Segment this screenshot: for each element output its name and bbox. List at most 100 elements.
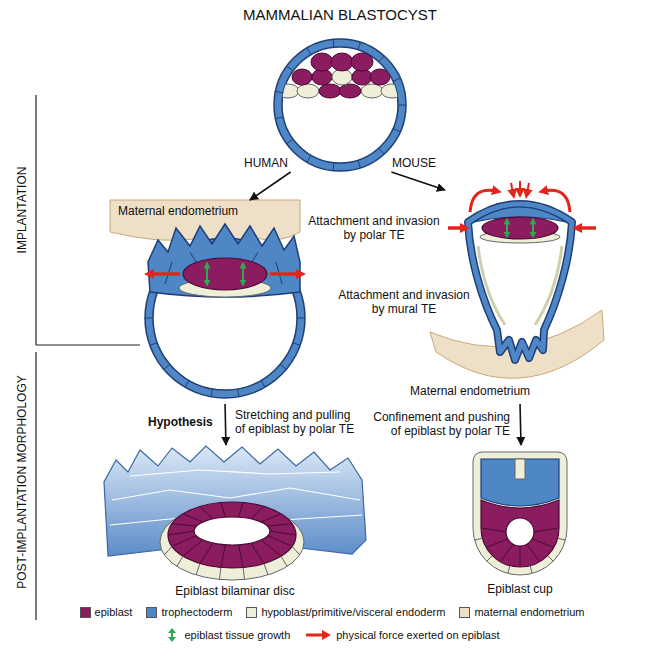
bilaminar-disc-illustration bbox=[264, 564, 268, 575]
edge-label: MOUSE bbox=[392, 156, 436, 170]
tissue-label: Maternal endometrium bbox=[118, 204, 238, 218]
epiblast-cup-illustration bbox=[534, 528, 558, 532]
legend-row: epiblast trophectoderm hypoblast/primitive… bbox=[0, 606, 664, 619]
legend-swatch bbox=[146, 607, 157, 618]
stage-bracket bbox=[35, 95, 36, 345]
bilaminar-disc-illustration bbox=[221, 503, 226, 518]
legend-row: epiblast tissue growth physical force exe… bbox=[0, 628, 664, 642]
mouse-implantation-illustration bbox=[578, 226, 596, 230]
blastocyst-illustration bbox=[381, 84, 403, 98]
human-implantation-illustration bbox=[110, 200, 305, 398]
figure-caption: Epiblast cup bbox=[465, 582, 575, 596]
bilaminar-disc-illustration bbox=[168, 531, 194, 535]
epiblast-cup-illustration bbox=[475, 538, 483, 540]
human-implantation-illustration bbox=[297, 318, 305, 319]
edge-label: Stretching and pulling of epiblast by po… bbox=[235, 408, 361, 436]
epiblast-cup-illustration bbox=[515, 459, 525, 479]
blastocyst-illustration bbox=[370, 69, 390, 85]
bilaminar-disc-illustration bbox=[251, 506, 264, 518]
blastocyst-illustration bbox=[361, 84, 383, 98]
stage-label: POST-IMPLANTATION MORPHOLOGY bbox=[15, 375, 29, 589]
mouse-implantation-illustration bbox=[470, 190, 496, 212]
epiblast-cup-illustration bbox=[520, 546, 521, 566]
bilaminar-disc-illustration bbox=[281, 556, 287, 566]
epiblast-cup-illustration bbox=[481, 459, 559, 506]
figure-panel: MAMMALIAN BLASTOCYST bbox=[236, 4, 446, 172]
bilaminar-disc-illustration bbox=[104, 446, 366, 556]
epiblast-cup-illustration bbox=[501, 544, 513, 561]
hypothesis-label: Hypothesis bbox=[148, 415, 213, 429]
epiblast-cup-illustration bbox=[487, 539, 508, 547]
blastocyst-illustration bbox=[358, 42, 360, 50]
legend-item: physical force exerted on epiblast bbox=[304, 628, 499, 642]
bilaminar-disc-illustration bbox=[261, 540, 281, 556]
blastocyst-illustration bbox=[398, 105, 406, 106]
legend-item: trophectoderm bbox=[146, 606, 232, 619]
legend-item: hypoblast/primitive/visceral endoderm bbox=[246, 606, 445, 619]
bilaminar-disc-illustration bbox=[200, 506, 213, 518]
bilaminar-disc-illustration bbox=[270, 531, 296, 535]
mouse-implantation-illustration bbox=[527, 183, 529, 193]
epiblast-cup-illustration bbox=[508, 566, 510, 574]
growth-arrow-sample bbox=[168, 637, 176, 642]
human-implantation-illustration bbox=[150, 343, 158, 346]
bilaminar-disc-illustration bbox=[164, 546, 172, 555]
human-implantation-illustration bbox=[148, 224, 300, 297]
figure-caption: Epiblast bilaminar disc bbox=[100, 584, 370, 598]
tissue-label: Maternal endometrium bbox=[410, 384, 530, 398]
bilaminar-disc-illustration bbox=[200, 543, 213, 563]
bilaminar-disc-illustration bbox=[177, 556, 183, 566]
human-implantation-illustration bbox=[280, 364, 286, 369]
bilaminar-disc-illustration bbox=[261, 514, 281, 522]
legend-swatch bbox=[459, 607, 470, 618]
blastocyst-illustration bbox=[393, 78, 400, 81]
human-implantation-illustration bbox=[270, 272, 300, 276]
blastocyst-illustration bbox=[311, 53, 333, 71]
flow-arrow bbox=[224, 404, 226, 445]
legend-text: epiblast bbox=[95, 606, 133, 619]
blastocyst-illustration bbox=[333, 39, 335, 47]
mouse-implantation-illustration bbox=[430, 181, 604, 378]
mouse-implantation-illustration bbox=[506, 221, 508, 235]
legend-item: epiblast tissue growth bbox=[164, 628, 290, 642]
legend-text: physical force exerted on epiblast bbox=[336, 629, 499, 642]
blastocyst-illustration bbox=[287, 139, 293, 144]
bilaminar-disc-illustration bbox=[251, 543, 264, 563]
mouse-implantation-illustration bbox=[511, 183, 513, 193]
mouse-implantation-illustration bbox=[482, 217, 558, 239]
human-implantation-illustration bbox=[145, 318, 153, 319]
blastocyst-illustration bbox=[307, 48, 311, 55]
stage-bracket bbox=[35, 352, 36, 620]
bilaminar-disc-illustration bbox=[239, 545, 244, 568]
figure-panel: Attachment and invasion by mural TE bbox=[330, 190, 605, 404]
bilaminar-disc-illustration bbox=[183, 540, 203, 556]
epiblast-cup-illustration bbox=[532, 539, 553, 547]
blastocyst-illustration bbox=[274, 39, 406, 171]
edge-label: Confinement and pushing of epiblast by p… bbox=[368, 410, 510, 438]
epiblast-cup-illustration bbox=[473, 452, 567, 575]
human-implantation-illustration bbox=[211, 389, 212, 397]
flow-arrow bbox=[391, 172, 445, 190]
blastocyst-illustration bbox=[339, 84, 361, 98]
epiblast-cup-illustration bbox=[487, 556, 493, 562]
blastocyst-illustration bbox=[282, 47, 398, 163]
epiblast-cup-illustration bbox=[548, 556, 554, 562]
blastocyst-illustration bbox=[277, 53, 403, 98]
annotation-text: Attachment and invasion by polar TE bbox=[305, 214, 443, 242]
human-implantation-illustration bbox=[293, 343, 301, 346]
legend-text: hypoblast/primitive/visceral endoderm bbox=[261, 606, 445, 619]
legend-text: epiblast tissue growth bbox=[184, 629, 290, 642]
blastocyst-illustration bbox=[274, 39, 406, 171]
human-implantation-illustration bbox=[183, 258, 267, 290]
blastocyst-illustration bbox=[379, 56, 384, 62]
epiblast-cup-illustration bbox=[530, 566, 532, 574]
mouse-implantation-illustration bbox=[468, 204, 572, 360]
mouse-implantation-illustration bbox=[544, 190, 570, 212]
epiblast-cup-illustration bbox=[527, 544, 539, 561]
blastocyst-illustration bbox=[297, 84, 319, 98]
human-implantation-illustration bbox=[261, 380, 265, 387]
legend-sample bbox=[304, 628, 332, 642]
bilaminar-disc-illustration bbox=[104, 446, 366, 580]
stage-label: IMPLANTATION bbox=[15, 167, 29, 254]
edge-label: HUMAN bbox=[244, 156, 288, 170]
